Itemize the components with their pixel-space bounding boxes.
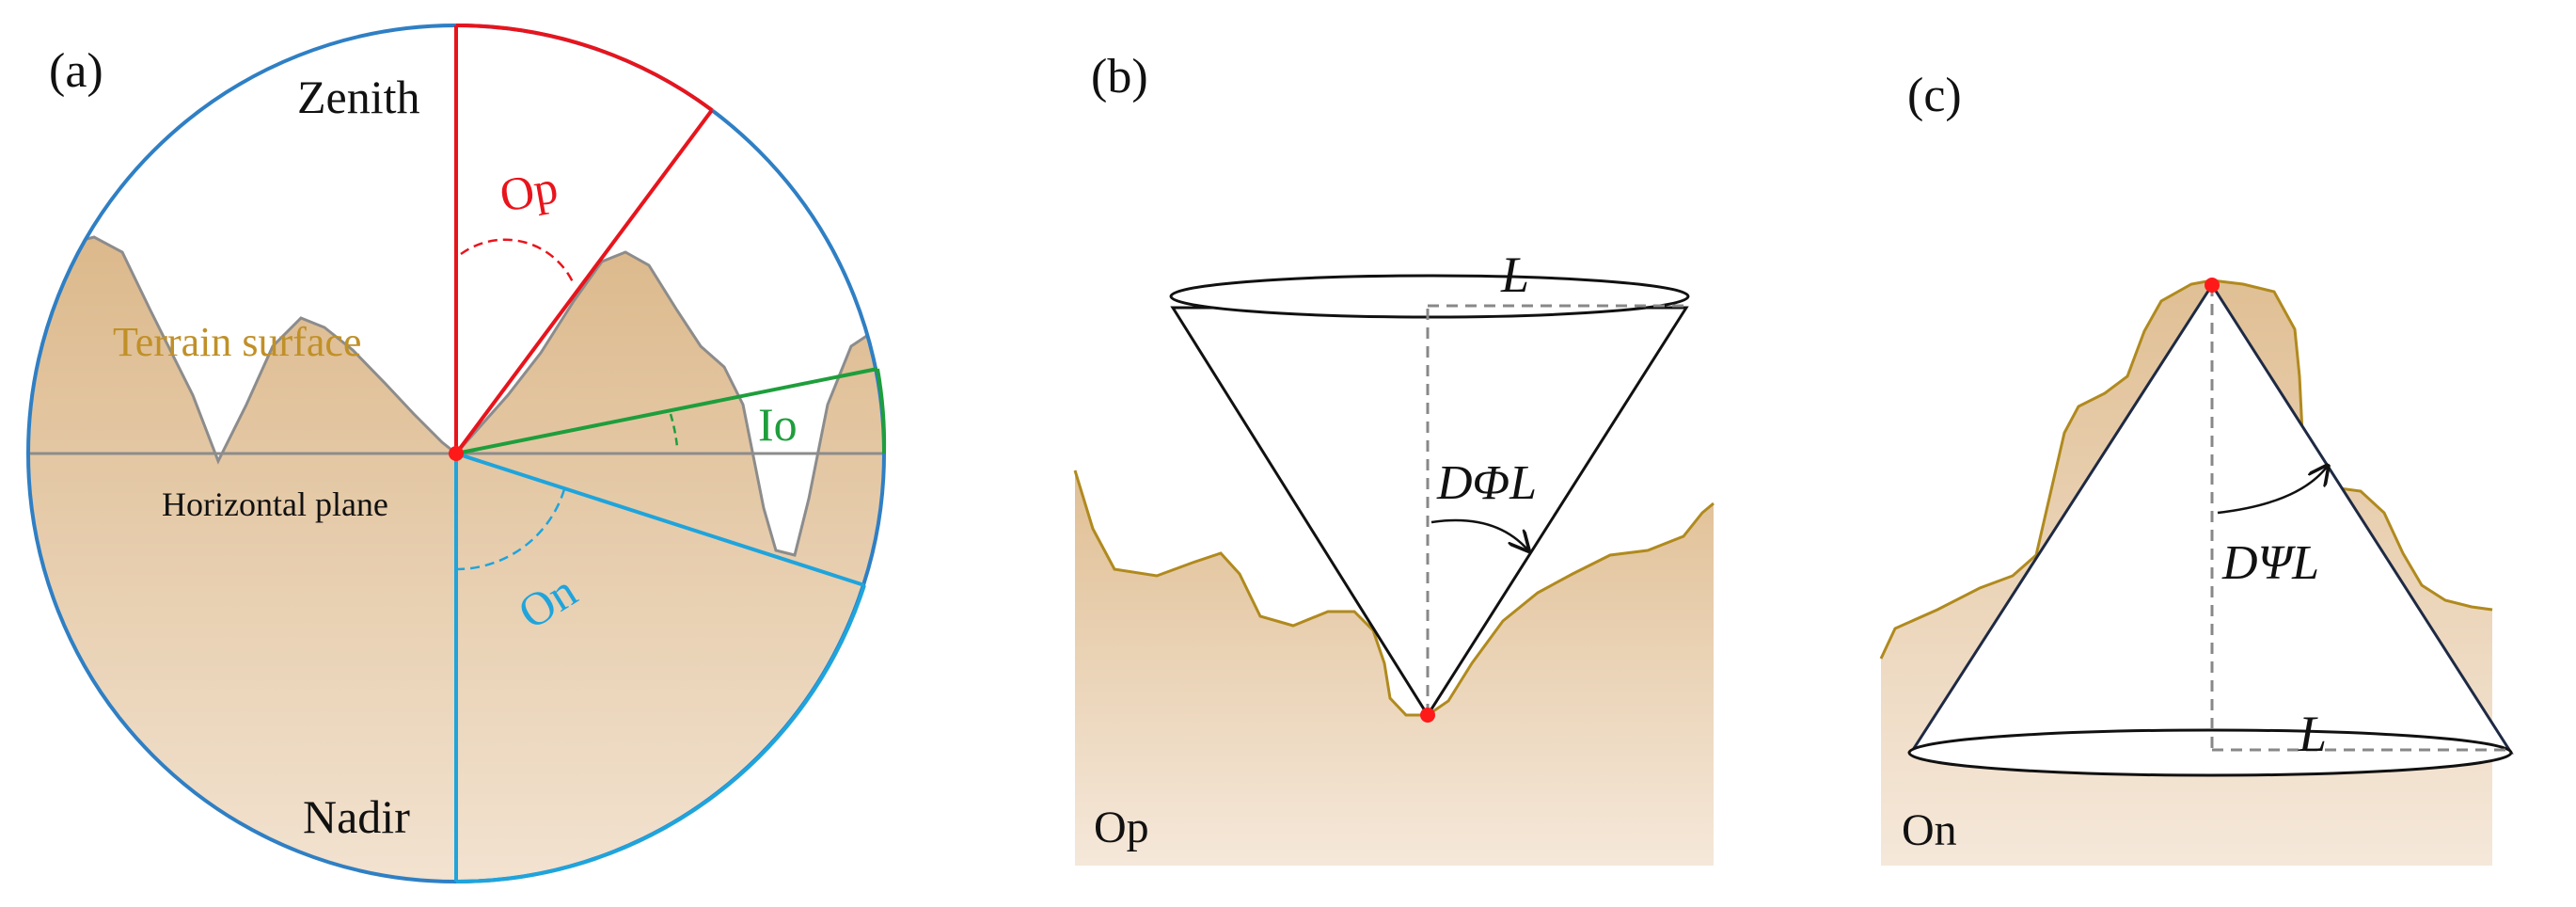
cone-top-ellipse (1169, 274, 1690, 319)
io-circle-arc (876, 368, 887, 454)
angle-label-b: DΦL (1436, 456, 1537, 510)
op-label: Op (496, 160, 561, 222)
angle-label-c: DΨL (2221, 536, 2319, 590)
panel-c: (c) DΨL L On (1879, 69, 2514, 866)
observation-point-c (2205, 278, 2220, 293)
panel-b-label: (b) (1091, 50, 1148, 103)
op-angle-arc (460, 238, 576, 285)
cone-radius-label-b: L (1500, 247, 1529, 303)
angle-arrow-b (1430, 518, 1528, 550)
on-circle-arc (455, 584, 866, 884)
observation-point-b (1420, 708, 1435, 723)
cone-radius-label-c: L (2298, 706, 2327, 762)
terrain-surface-label: Terrain surface (113, 319, 361, 365)
io-ray (455, 367, 878, 455)
panel-b: (b) L DΦL Op (1073, 50, 1715, 866)
observation-point-a (449, 446, 464, 461)
op-ray (454, 108, 714, 455)
nadir-label: Nadir (303, 790, 410, 843)
angle-arrow-c (2217, 466, 2328, 515)
on-corner-label: On (1902, 805, 1957, 855)
on-angle-arc (455, 488, 566, 571)
valley-terrain-outline (1073, 469, 1715, 717)
terrain-outline (28, 235, 884, 557)
op-circle-arc (455, 23, 714, 112)
panel-a: (a) Zenith Nadir Terrain surface Horizon… (26, 23, 887, 884)
panel-c-label: (c) (1907, 69, 1962, 122)
terrain-surface-shape (28, 237, 884, 882)
panel-a-label: (a) (49, 44, 103, 98)
on-ray (455, 452, 865, 587)
cone-base-ellipse (1907, 728, 2513, 777)
io-label: Io (758, 398, 798, 451)
op-corner-label: Op (1094, 803, 1149, 852)
horizontal-plane-label: Horizontal plane (162, 485, 388, 523)
io-angle-arc (669, 413, 679, 448)
zenith-label: Zenith (297, 71, 420, 123)
